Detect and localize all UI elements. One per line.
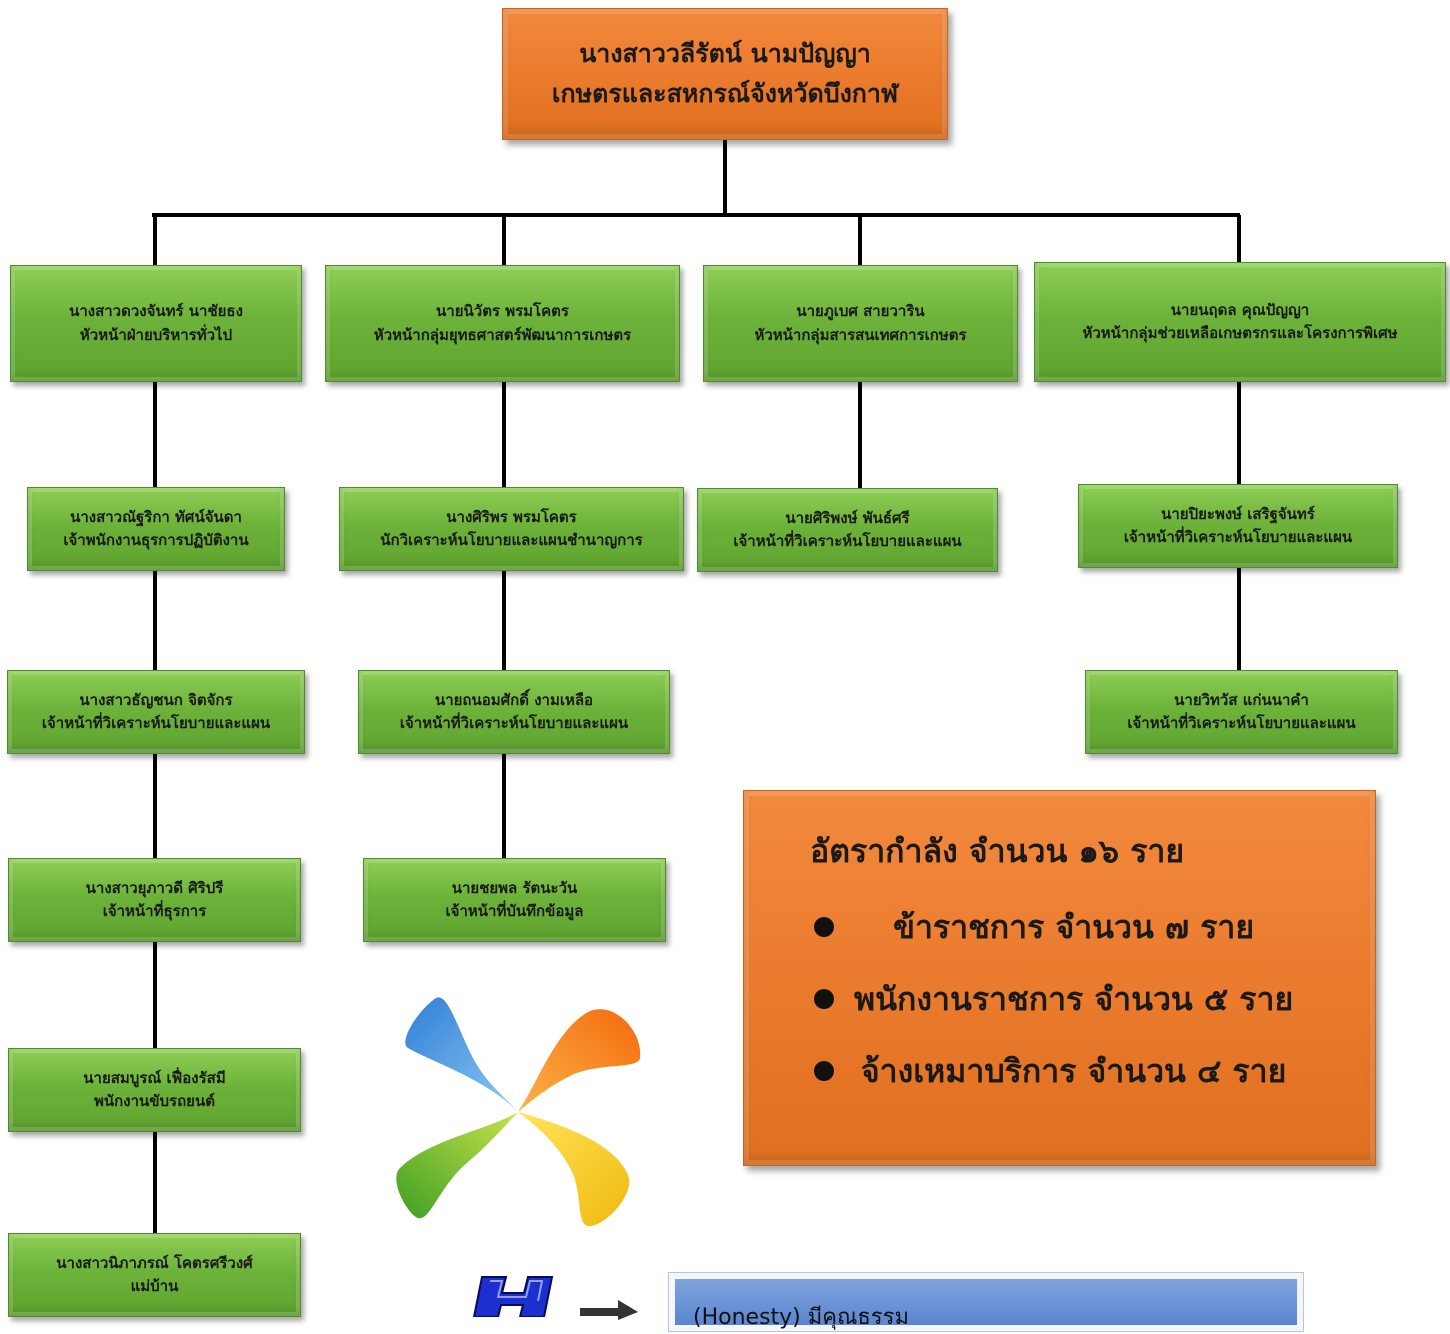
head-title: หัวหน้าฝ่ายบริหารทั่วไป: [79, 325, 233, 344]
pinwheel-logo: [396, 997, 641, 1227]
staff-name: นายชยพล รัตนะวัน: [451, 878, 578, 897]
staff-name: นายปิยะพงษ์ เสริฐจันทร์: [1161, 504, 1315, 523]
head-name: นายภูเบศ สายวาริน: [796, 302, 925, 321]
staff-box: นางสาวยุภาวดี ศิริปรี เจ้าหน้าที่ธุรการ: [8, 858, 301, 942]
head-name: นางสาวดวงจันทร์ นาชัยธง: [69, 302, 243, 321]
staff-title: พนักงานขับรถยนต์: [94, 1092, 215, 1110]
value-box: (Honesty) มีคุณธรรม: [668, 1272, 1304, 1332]
staff-name: นายวิทวัส แก่นนาคำ: [1174, 690, 1309, 709]
summary-list: ข้าราชการ จำนวน ๗ ราย พนักงานราชการ จำนว…: [810, 897, 1293, 1113]
staff-box: นายศิริพงษ์ พันธ์ศรี เจ้าหน้าที่วิเคราะห…: [697, 488, 998, 572]
director-title: เกษตรและสหกรณ์จังหวัดบึงกาฬ: [551, 79, 899, 108]
pinwheel-orange-blade: [518, 1009, 641, 1112]
head-box-admin: นางสาวดวงจันทร์ นาชัยธง หัวหน้าฝ่ายบริหา…: [10, 265, 302, 382]
staff-title: เจ้าพนักงานธุรการปฏิบัติงาน: [63, 531, 249, 549]
staff-box: นายวิทวัส แก่นนาคำ เจ้าหน้าที่วิเคราะห์น…: [1085, 670, 1398, 754]
staff-name: นายศิริพงษ์ พันธ์ศรี: [785, 508, 910, 527]
head-name: นายนฤดล คุณปัญญา: [1170, 300, 1310, 319]
head-box-information: นายภูเบศ สายวาริน หัวหน้ากลุ่มสารสนเทศกา…: [703, 265, 1018, 382]
staff-title: แม่บ้าน: [130, 1277, 179, 1295]
staff-box: นางศิริพร พรมโคตร นักวิเคราะห์นโยบายและแ…: [339, 487, 684, 571]
director-box: นางสาววลีรัตน์ นามปัญญา เกษตรและสหกรณ์จั…: [502, 8, 948, 140]
staff-title: เจ้าหน้าที่วิเคราะห์นโยบายและแผน: [733, 532, 962, 550]
staff-box: นายชยพล รัตนะวัน เจ้าหน้าที่บันทึกข้อมูล: [363, 858, 666, 942]
pinwheel-yellow-blade: [518, 1112, 630, 1227]
head-box-strategy: นายนิวัตร พรมโคตร หัวหน้ากลุ่มยุทธศาสตร์…: [325, 265, 680, 382]
staff-name: นายถนอมศักดิ์ งามเหลือ: [434, 690, 594, 709]
staff-title: เจ้าหน้าที่วิเคราะห์นโยบายและแผน: [1123, 528, 1353, 546]
staff-box: นายปิยะพงษ์ เสริฐจันทร์ เจ้าหน้าที่วิเคร…: [1078, 484, 1398, 568]
staffing-summary-box: อัตรากำลัง จำนวน ๑๖ ราย ข้าราชการ จำนวน …: [743, 790, 1376, 1166]
staff-title: เจ้าหน้าที่วิเคราะห์นโยบายและแผน: [399, 714, 629, 732]
staff-title: เจ้าหน้าที่วิเคราะห์นโยบายและแผน: [1127, 714, 1356, 732]
staff-box: นางสาวนิภาภรณ์ โคตรศรีวงศ์ แม่บ้าน: [8, 1233, 301, 1317]
head-title: หัวหน้ากลุ่มช่วยเหลือเกษตรกรและโครงการพิ…: [1082, 324, 1398, 342]
staff-name: นางสาวณัฐริกา ทัศน์จันดา: [70, 507, 242, 526]
summary-item: จ้างเหมาบริการ จำนวน ๔ ราย: [810, 1041, 1293, 1113]
h-letter-logo: [472, 1276, 554, 1317]
summary-item: ข้าราชการ จำนวน ๗ ราย: [810, 897, 1293, 969]
staff-box: นางสาวณัฐริกา ทัศน์จันดา เจ้าพนักงานธุรก…: [27, 487, 285, 571]
head-title: หัวหน้ากลุ่มยุทธศาสตร์พัฒนาการเกษตร: [373, 325, 632, 344]
staff-name: นางสาวธัญชนก จิตจักร: [79, 690, 233, 709]
right-arrow-icon: [580, 1300, 638, 1320]
pinwheel-green-blade: [396, 1112, 518, 1219]
staff-name: นางสาวนิภาภรณ์ โคตรศรีวงศ์: [56, 1253, 253, 1272]
director-name: นางสาววลีรัตน์ นามปัญญา: [579, 39, 871, 68]
summary-title: อัตรากำลัง จำนวน ๑๖ ราย: [810, 832, 1185, 870]
staff-title: เจ้าหน้าที่บันทึกข้อมูล: [445, 902, 584, 920]
staff-box: นายถนอมศักดิ์ งามเหลือ เจ้าหน้าที่วิเครา…: [358, 670, 670, 754]
staff-box: นางสาวธัญชนก จิตจักร เจ้าหน้าที่วิเคราะห…: [7, 670, 305, 754]
head-title: หัวหน้ากลุ่มสารสนเทศการเกษตร: [754, 325, 967, 344]
staff-title: เจ้าหน้าที่วิเคราะห์นโยบายและแผน: [41, 714, 271, 732]
staff-name: นางศิริพร พรมโคตร: [446, 507, 577, 526]
value-text: (Honesty) มีคุณธรรม: [675, 1279, 1297, 1330]
staff-title: นักวิเคราะห์นโยบายและแผนชำนาญการ: [380, 531, 643, 549]
staff-name: นายสมบูรณ์ เฟื่องรัสมี: [83, 1068, 226, 1087]
summary-item: พนักงานราชการ จำนวน ๕ ราย: [810, 969, 1293, 1041]
staff-title: เจ้าหน้าที่ธุรการ: [102, 902, 207, 920]
staff-box: นายสมบูรณ์ เฟื่องรัสมี พนักงานขับรถยนต์: [8, 1048, 301, 1132]
head-name: นายนิวัตร พรมโคตร: [436, 302, 569, 321]
head-box-support: นายนฤดล คุณปัญญา หัวหน้ากลุ่มช่วยเหลือเก…: [1034, 262, 1446, 382]
staff-name: นางสาวยุภาวดี ศิริปรี: [85, 878, 224, 897]
pinwheel-blue-blade: [405, 997, 518, 1112]
